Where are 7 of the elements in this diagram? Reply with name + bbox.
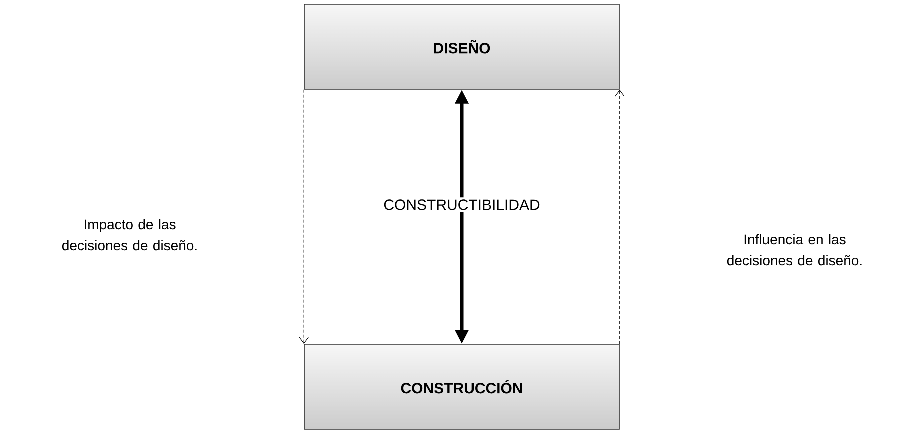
note-text: Impacto de las decisiones de diseño. [62, 219, 197, 251]
arrow [615, 90, 625, 344]
note-text: Influencia en las decisiones de diseño. [727, 234, 862, 266]
edge-label: CONSTRUCTIBILIDAD [382, 198, 542, 212]
process-box: DISEÑO [304, 4, 620, 90]
arrow [299, 90, 309, 344]
process-box: CONSTRUCCIÓN [304, 344, 620, 430]
